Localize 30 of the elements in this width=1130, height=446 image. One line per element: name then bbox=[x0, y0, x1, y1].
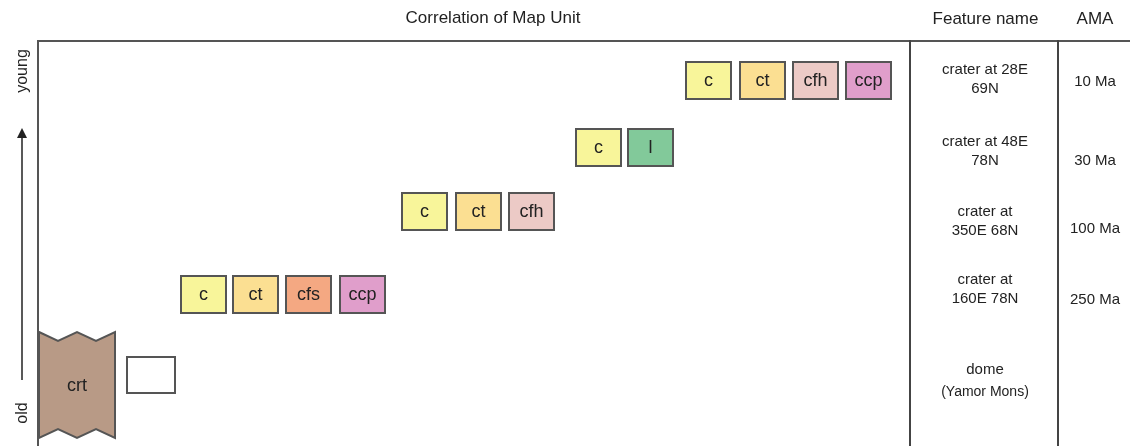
map-unit-box: cfh bbox=[792, 61, 839, 100]
table-cell-text: 100 Ma bbox=[1068, 219, 1121, 238]
map-unit-box: c bbox=[180, 275, 227, 314]
table-cell-text: (Yamor Mons) bbox=[940, 383, 1030, 401]
column-header: Feature name bbox=[931, 8, 1040, 30]
map-unit-box: cfh bbox=[508, 192, 555, 231]
table-cell-text: 250 Ma bbox=[1068, 290, 1121, 309]
map-unit-box: ccp bbox=[339, 275, 386, 314]
chart-title: Correlation of Map Unit bbox=[404, 8, 582, 28]
empty-box bbox=[126, 356, 176, 394]
map-unit-box: ct bbox=[455, 192, 502, 231]
table-cell-text: crater at 160E 78N bbox=[950, 270, 1020, 308]
map-unit-box: ccp bbox=[845, 61, 892, 100]
column-header: AMA bbox=[1075, 8, 1115, 30]
map-unit-box: c bbox=[685, 61, 732, 100]
map-unit-box: ct bbox=[232, 275, 279, 314]
map-unit-box: crt bbox=[39, 332, 115, 438]
axis-label: young bbox=[12, 49, 31, 93]
table-cell-text: dome bbox=[965, 360, 1005, 379]
table-cell-text: crater at 48E 78N bbox=[941, 132, 1029, 170]
table-cell-text: 30 Ma bbox=[1073, 151, 1117, 170]
table-cell-text: 10 Ma bbox=[1073, 72, 1117, 91]
map-unit-box: c bbox=[575, 128, 622, 167]
map-unit-box: cfs bbox=[285, 275, 332, 314]
axis-label: old bbox=[12, 402, 31, 424]
map-unit-box: ct bbox=[739, 61, 786, 100]
table-cell-text: crater at 28E 69N bbox=[941, 60, 1029, 98]
map-unit-box: c bbox=[401, 192, 448, 231]
table-cell-text: crater at 350E 68N bbox=[950, 202, 1020, 240]
map-unit-box: l bbox=[627, 128, 674, 167]
